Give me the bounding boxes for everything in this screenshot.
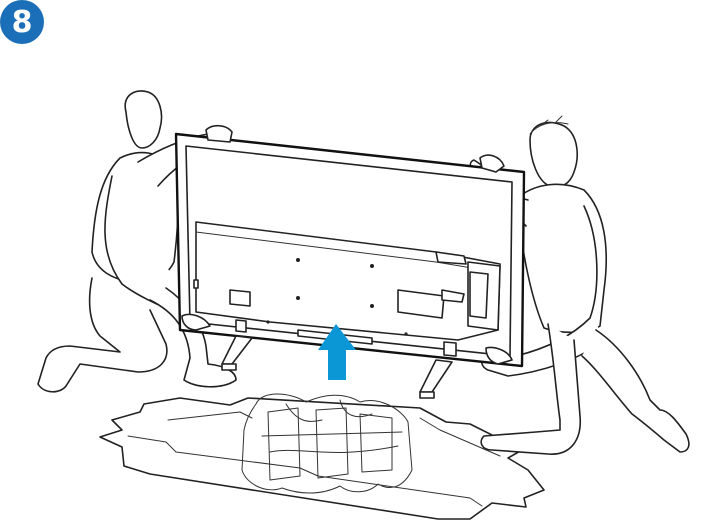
lift-arrow-up-icon — [318, 324, 356, 380]
television-rear — [174, 124, 526, 399]
foam-packing-sheet — [99, 397, 545, 520]
step-number-badge: 8 — [0, 0, 44, 44]
plastic-wrapped-parts — [241, 393, 413, 494]
step-number: 8 — [11, 4, 33, 40]
person-left — [37, 90, 237, 393]
person-right — [469, 115, 690, 455]
